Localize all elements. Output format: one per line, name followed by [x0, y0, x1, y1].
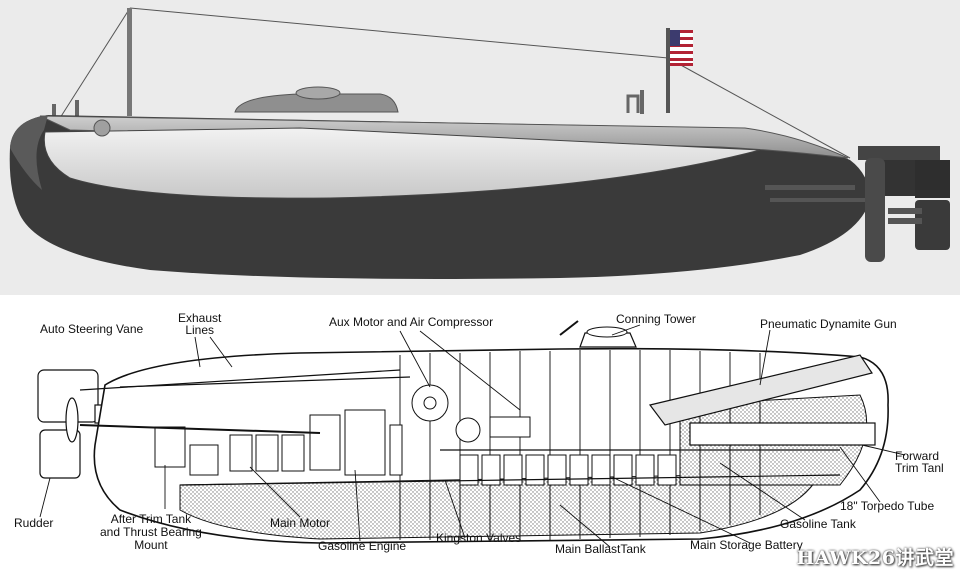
label-gasoline-engine: Gasoline Engine — [318, 539, 407, 553]
label-rudder: Rudder — [14, 516, 54, 530]
stern-assembly — [37, 369, 126, 479]
label-forward-trim-tank: Forward Trim Tanl — [895, 449, 944, 475]
label-aux-motor-air-compressor: Aux Motor and Air Compressor — [329, 315, 494, 329]
label-main-motor: Main Motor — [270, 516, 331, 530]
hull-light-band — [43, 127, 761, 199]
label-auto-steering-vane: Auto Steering Vane — [40, 322, 144, 336]
stern-propulsion — [765, 146, 950, 262]
flag-pole — [666, 28, 670, 113]
label-after-trim-tank: After Trim Tank and Thrust Bearing Mount — [100, 512, 202, 552]
us-flag-icon — [670, 30, 693, 66]
label-kingston-valves: Kingston Valves — [436, 531, 522, 545]
submarine-profile-drawing — [9, 7, 950, 279]
label-main-storage-battery: Main Storage Battery — [690, 538, 803, 552]
aft-mast — [127, 8, 132, 116]
watermark: HAWK26讲武堂 — [796, 547, 954, 569]
rigging-wire-top — [129, 7, 669, 59]
submarine-cutaway-view: Auto Steering Vane Exhaust Lines Aux Mot… — [0, 295, 960, 572]
submarine-cutaway-drawing — [37, 320, 906, 548]
label-pneumatic-dynamite-gun: Pneumatic Dynamite Gun — [760, 317, 897, 331]
machinery — [154, 384, 531, 476]
dynamite-gun-tube — [648, 354, 873, 426]
label-gasoline-tank: Gasoline Tank — [780, 517, 856, 531]
submarine-profile-view — [0, 0, 960, 295]
label-torpedo-tube: 18" Torpedo Tube — [840, 499, 935, 513]
cutaway-conning-tower — [579, 332, 637, 348]
label-exhaust-lines: Exhaust Lines — [178, 311, 222, 337]
label-main-ballast-tank: Main BallastTank — [555, 542, 646, 556]
hull-frames — [399, 350, 761, 540]
lower-tanks — [179, 472, 821, 540]
rigging-wire-fwd — [667, 57, 851, 159]
torpedo-tube — [689, 422, 876, 446]
label-conning-tower: Conning Tower — [616, 312, 696, 326]
leader-lines — [39, 324, 906, 548]
rigging-wire-aft — [59, 7, 131, 119]
